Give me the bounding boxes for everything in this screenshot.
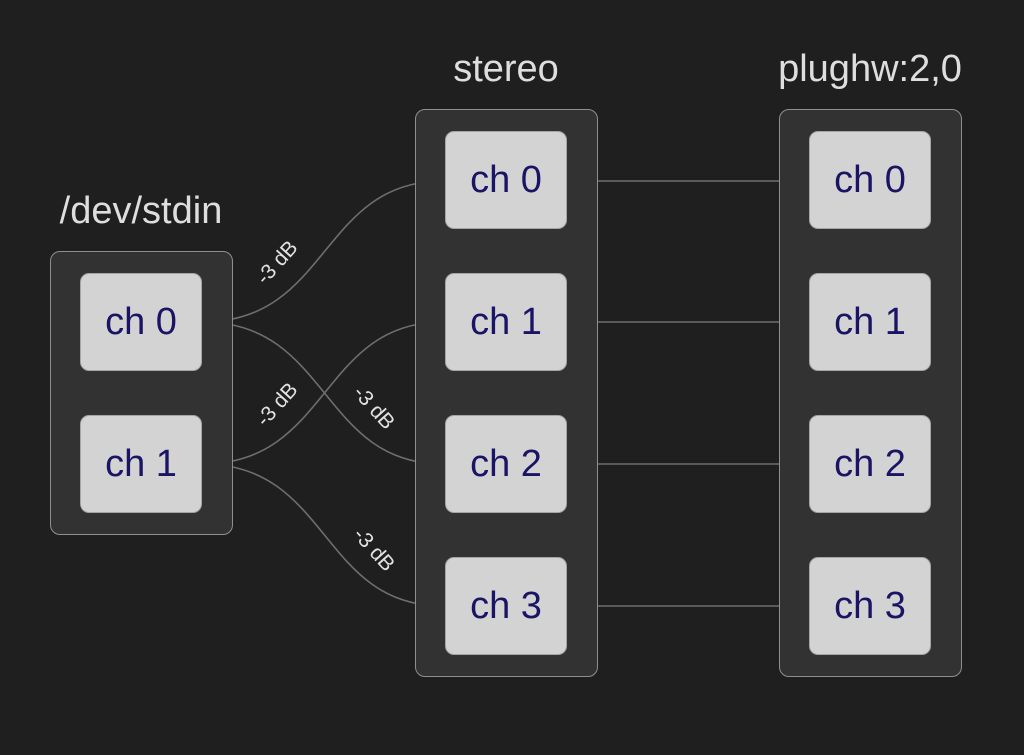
edge-stdin-ch0-stereo-ch0 <box>202 177 444 323</box>
stereo-channel-3[interactable]: ch 3 <box>445 557 567 655</box>
plughw-channel-1[interactable]: ch 1 <box>809 273 931 371</box>
plughw-channel-0[interactable]: ch 0 <box>809 131 931 229</box>
plughw-channel-2[interactable]: ch 2 <box>809 415 931 513</box>
edge-stdin-ch1-stereo-ch3 <box>202 463 444 610</box>
stereo-channel-2[interactable]: ch 2 <box>445 415 567 513</box>
edge-stdin-ch1-stereo-ch1 <box>202 318 444 465</box>
edge-stdin-ch0-stereo-ch2 <box>202 321 444 468</box>
stereo-group-title: stereo <box>453 48 559 90</box>
stdin-channel-1[interactable]: ch 1 <box>80 415 202 513</box>
edge-label-stdin-ch1-stereo-ch3: -3 dB <box>348 523 399 576</box>
stdin-group-title: /dev/stdin <box>59 190 223 232</box>
edge-label-stdin-ch0-stereo-ch0: -3 dB <box>252 236 303 289</box>
edge-label-stdin-ch1-stereo-ch1: -3 dB <box>252 378 303 431</box>
edge-label-stdin-ch0-stereo-ch2: -3 dB <box>348 381 399 434</box>
stereo-channel-0[interactable]: ch 0 <box>445 131 567 229</box>
plughw-channel-3[interactable]: ch 3 <box>809 557 931 655</box>
plughw-group-title: plughw:2,0 <box>778 48 962 90</box>
stereo-channel-1[interactable]: ch 1 <box>445 273 567 371</box>
stdin-channel-0[interactable]: ch 0 <box>80 273 202 371</box>
